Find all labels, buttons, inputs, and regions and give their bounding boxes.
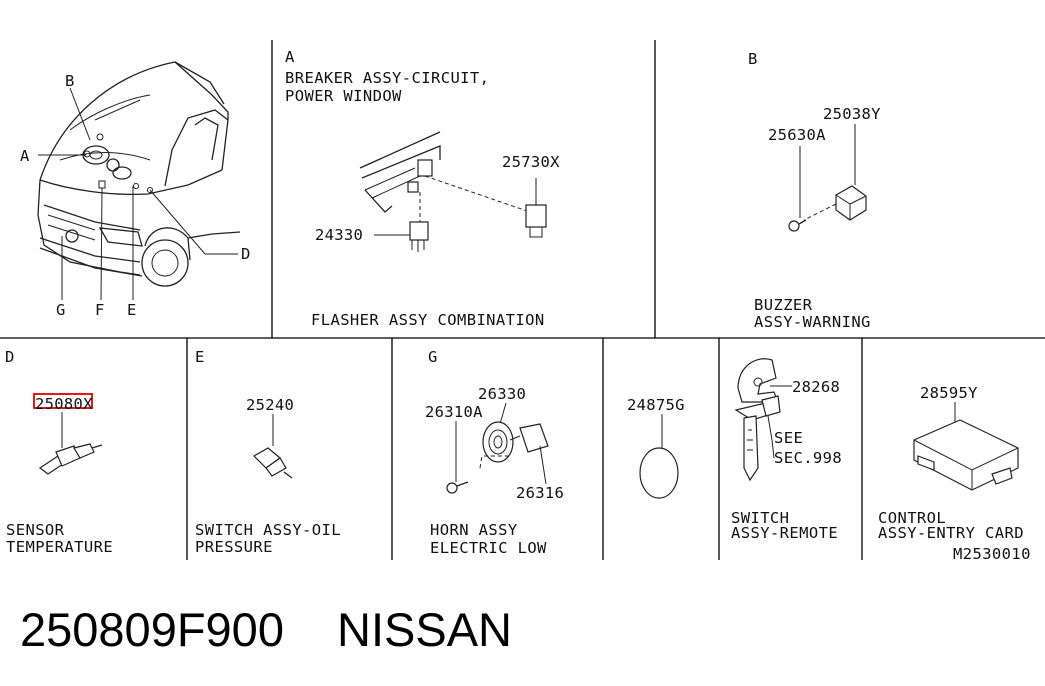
panel-remote-caption-line1: SWITCH (731, 509, 789, 527)
panel-cap: 24875G (627, 396, 685, 499)
panel-remote: 28268 SEE SEC.998 SWITCH ASSY-REMOTE (731, 358, 842, 542)
panel-b-letter: B (748, 50, 758, 68)
cap-drawing (639, 414, 679, 499)
callout-f: F (95, 301, 105, 319)
panel-a: A BREAKER ASSY-CIRCUIT, POWER WINDOW 257… (285, 48, 560, 329)
panel-a-caption: FLASHER ASSY COMBINATION (311, 311, 545, 329)
panel-a-letter: A (285, 48, 295, 66)
part-28268-label: 28268 (792, 378, 840, 396)
panel-control-caption-line2: ASSY-ENTRY CARD (878, 524, 1024, 542)
panel-g-caption-line2: ELECTRIC LOW (430, 539, 547, 557)
part-24875g-label: 24875G (627, 396, 685, 414)
part-26310a-label: 26310A (425, 403, 483, 421)
panel-e-letter: E (195, 348, 205, 366)
panel-g-letter: G (428, 348, 438, 366)
callout-a: A (20, 147, 30, 165)
drawing-code: M2530010 (953, 545, 1031, 563)
vehicle-overview: B A D G F E (20, 61, 251, 319)
oil-pressure-switch-drawing (253, 414, 293, 479)
remote-key-drawing (734, 358, 792, 482)
vehicle-drawing (37, 61, 241, 287)
panel-a-title-line1: BREAKER ASSY-CIRCUIT, (285, 69, 489, 87)
part-number-title: 250809F900 (20, 603, 284, 656)
panel-e-caption-line2: PRESSURE (195, 538, 273, 556)
panel-control: 28595Y CONTROL ASSY-ENTRY CARD M2530010 (878, 384, 1031, 563)
callout-leaders (38, 87, 238, 301)
panel-remote-caption-line2: ASSY-REMOTE (731, 524, 838, 542)
callout-d: D (241, 245, 251, 263)
panel-a-title-line2: POWER WINDOW (285, 87, 402, 105)
panel-d-caption-line2: TEMPERATURE (6, 538, 113, 556)
part-highlight-box (33, 393, 93, 409)
part-28595y-label: 28595Y (920, 384, 978, 402)
brand-title: NISSAN (337, 603, 512, 656)
part-25240-label: 25240 (246, 396, 294, 414)
relay-bracket-drawing (359, 131, 531, 222)
part-25080x-label: 25080X (35, 395, 93, 413)
panel-b: B 25038Y 25630A BUZZER ASSY-WARNING (748, 50, 881, 331)
part-26316-label: 26316 (516, 484, 564, 502)
callout-b: B (65, 72, 75, 90)
panel-d-caption-line1: SENSOR (6, 521, 65, 539)
panel-g: G 26330 26310A 26316 HORN ASSY ELECTRIC … (425, 348, 564, 557)
part-25630a-label: 25630A (768, 126, 826, 144)
panel-e: E 25240 SWITCH ASSY-OIL PRESSURE (195, 348, 341, 556)
part-24330-drawing (374, 221, 429, 252)
panel-control-caption-line1: CONTROL (878, 509, 946, 527)
part-25730x-label: 25730X (502, 153, 560, 171)
control-unit-drawing (913, 402, 1019, 491)
remote-see-line1: SEE (774, 429, 803, 447)
buzzer-drawing (788, 124, 867, 232)
panel-d-letter: D (5, 348, 15, 366)
callout-g: G (56, 301, 66, 319)
part-24330-label: 24330 (315, 226, 363, 244)
part-25730x-drawing (525, 178, 547, 238)
panel-d: D 25080X SENSOR TEMPERATURE (5, 348, 113, 556)
diagram-frame (0, 40, 1045, 560)
panel-b-caption-line1: BUZZER (754, 296, 813, 314)
part-26330-label: 26330 (478, 385, 526, 403)
panel-b-caption-line2: ASSY-WARNING (754, 313, 871, 331)
callout-e: E (127, 301, 137, 319)
horn-drawing (446, 402, 549, 494)
panel-g-caption-line1: HORN ASSY (430, 521, 518, 539)
part-25038y-label: 25038Y (823, 105, 881, 123)
remote-see-line2: SEC.998 (774, 449, 842, 467)
temperature-sensor-drawing (38, 412, 103, 475)
panel-e-caption-line1: SWITCH ASSY-OIL (195, 521, 341, 539)
